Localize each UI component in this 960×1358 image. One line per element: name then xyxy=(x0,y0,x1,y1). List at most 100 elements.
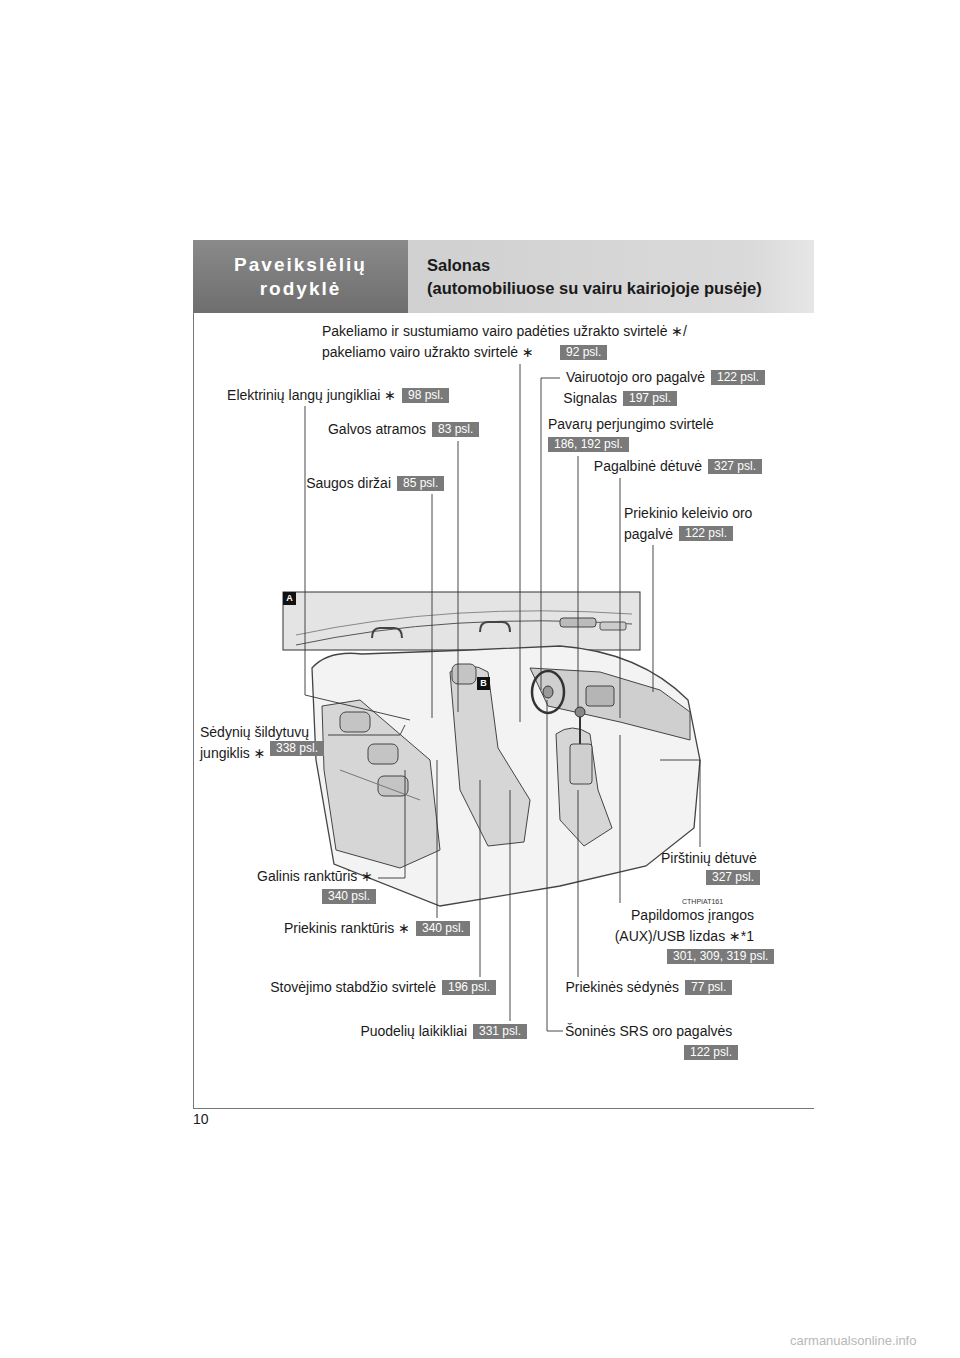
page-reference-tag: Elektrinių langų jungikliai ∗98 psl. xyxy=(402,388,449,403)
leader-line xyxy=(510,790,511,1021)
part-name: Stovėjimo stabdžio svirtelė xyxy=(270,977,436,998)
gear-lever xyxy=(579,714,581,744)
leader-line xyxy=(660,760,700,847)
leader-line xyxy=(432,494,433,718)
driver-headrest xyxy=(452,664,476,684)
part-name: Elektrinių langų jungikliai ∗ xyxy=(227,385,396,406)
page-reference: 186, 192 psl. xyxy=(554,437,623,452)
part-name: Signalas xyxy=(563,388,617,409)
page-reference: 122 psl. xyxy=(717,370,759,385)
leader-line xyxy=(437,760,438,918)
page-reference: 83 psl. xyxy=(438,422,473,437)
section-heading-band: Salonas(automobiliuose su vairu kairiojo… xyxy=(408,240,814,313)
dashboard xyxy=(530,668,690,740)
part-name: Puodelių laikikliai xyxy=(360,1021,467,1042)
part-name: Pagalbinė dėtuvė xyxy=(594,456,702,477)
page-reference: 98 psl. xyxy=(408,388,443,403)
page-reference: 301, 309, 319 psl. xyxy=(673,949,768,964)
section-tab: Paveikslėlių rodyklė xyxy=(193,240,408,313)
leader-line xyxy=(328,725,405,735)
section-title: Paveikslėlių rodyklė xyxy=(203,253,398,301)
part-name: Pavarų perjungimo svirtelė xyxy=(548,414,714,435)
heading: Salonas xyxy=(427,254,814,277)
part-name: Pirštinių dėtuvė xyxy=(661,848,757,869)
center-console xyxy=(586,686,614,706)
leader-line xyxy=(578,456,579,708)
page-reference-tag: Papildomos įrangos (AUX)/USB lizdas ∗*13… xyxy=(667,949,774,964)
leader-line xyxy=(578,790,579,977)
rear-headrest xyxy=(340,712,370,732)
page-reference: 331 psl. xyxy=(479,1024,521,1039)
page-reference-tag: Šoninės SRS oro pagalvės122 psl. xyxy=(684,1045,738,1060)
page-reference: 197 psl. xyxy=(629,391,671,406)
part-name: Vairuotojo oro pagalvė xyxy=(566,367,705,388)
roof-line xyxy=(296,611,632,635)
steering-wheel xyxy=(532,671,564,713)
inset-marker: A xyxy=(283,592,296,605)
page-reference-tag: Stovėjimo stabdžio svirtelė196 psl. xyxy=(442,980,496,995)
rear-headrest xyxy=(368,744,398,764)
leader-line xyxy=(653,545,654,692)
page-reference: 122 psl. xyxy=(685,526,727,541)
leader-line xyxy=(458,441,459,712)
frame-line xyxy=(193,313,194,1108)
leader-line xyxy=(620,735,621,903)
page-reference-tag: Saugos diržai85 psl. xyxy=(397,476,444,491)
car-body xyxy=(312,646,700,906)
page-reference: 338 psl. xyxy=(276,741,318,756)
page-reference-tag: Pirštinių dėtuvė327 psl. xyxy=(706,870,760,885)
watermark: carmanualsonline.info xyxy=(790,1333,916,1348)
part-name: Šoninės SRS oro pagalvės xyxy=(565,1021,732,1042)
page-reference-tag: Priekinis ranktūris ∗340 psl. xyxy=(416,921,470,936)
page-reference-tag: Sėdynių šildytuvų jungiklis ∗338 psl. xyxy=(270,741,324,756)
inset-letter: A xyxy=(286,594,293,603)
page-number: 10 xyxy=(193,1111,209,1127)
page-reference-tag: Signalas197 psl. xyxy=(623,391,677,406)
part-name: Papildomos įrangos (AUX)/USB lizdas ∗*1 xyxy=(604,905,754,947)
part-name: Priekinis ranktūris ∗ xyxy=(284,918,410,939)
subheading: (automobiliuose su vairu kairiojoje pusė… xyxy=(427,277,814,300)
page-reference-tag: Priekinio keleivio oro pagalvė122 psl. xyxy=(679,526,733,541)
leader-line xyxy=(620,478,621,718)
seat-seam xyxy=(340,770,420,800)
page-reference: 85 psl. xyxy=(403,476,438,491)
page-reference-tag: Puodelių laikikliai331 psl. xyxy=(473,1024,527,1039)
part-name: Priekinės sėdynės xyxy=(565,977,679,998)
part-name: Pakeliamo ir sustumiamo vairo padėties u… xyxy=(322,321,722,363)
rear-seat xyxy=(322,700,440,868)
page-reference: 327 psl. xyxy=(712,870,754,885)
page-reference-tag: Vairuotojo oro pagalvė122 psl. xyxy=(711,370,765,385)
page-reference: 327 psl. xyxy=(714,459,756,474)
passenger-seat xyxy=(556,728,612,846)
inset-letter: B xyxy=(480,679,487,688)
leader-line xyxy=(520,364,521,722)
page-reference-tag: Galvos atramos83 psl. xyxy=(432,422,479,437)
part-name: Galvos atramos xyxy=(328,419,426,440)
part-name: Galinis ranktūris ∗ xyxy=(257,866,373,887)
page-reference: 196 psl. xyxy=(448,980,490,995)
leader-line xyxy=(378,770,405,878)
leader-line xyxy=(480,780,481,977)
sun-visor xyxy=(600,622,626,630)
grab-handle xyxy=(372,628,402,638)
page-reference-tag: Pavarų perjungimo svirtelė186, 192 psl. xyxy=(548,437,629,452)
page-reference: 92 psl. xyxy=(566,345,601,360)
frame-line xyxy=(193,1108,814,1109)
page-reference-tag: Priekinės sėdynės77 psl. xyxy=(685,980,732,995)
page-reference: 122 psl. xyxy=(690,1045,732,1060)
page-reference-tag: Pakeliamo ir sustumiamo vairo padėties u… xyxy=(560,345,607,360)
inset-marker: B xyxy=(477,677,490,690)
grab-handle xyxy=(480,622,510,632)
page-reference: 77 psl. xyxy=(691,980,726,995)
page-reference-tag: Galinis ranktūris ∗340 psl. xyxy=(322,889,376,904)
leader-line xyxy=(305,406,410,720)
page-reference-tag: Pagalbinė dėtuvė327 psl. xyxy=(708,459,762,474)
gear-knob xyxy=(575,707,585,717)
steering-hub xyxy=(543,686,553,698)
part-name: Saugos diržai xyxy=(306,473,391,494)
roof-inset xyxy=(283,592,640,650)
image-code: CTHPIAT161 xyxy=(682,898,723,905)
leader-line xyxy=(547,700,563,1031)
page-reference: 340 psl. xyxy=(328,889,370,904)
